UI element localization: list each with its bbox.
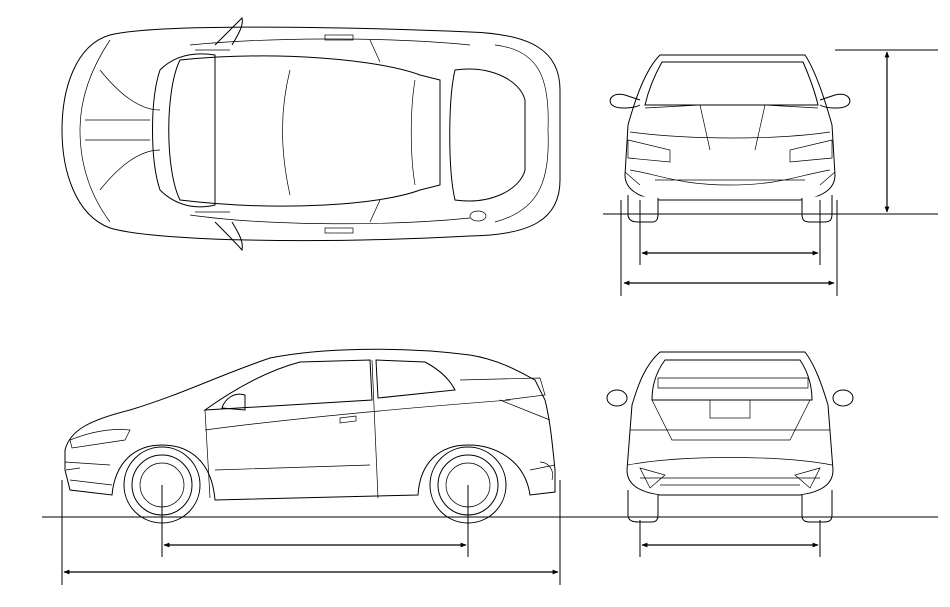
side-mirror — [221, 393, 246, 411]
side-rear-spoiler — [459, 377, 551, 421]
rear-tire-left — [627, 490, 659, 523]
rear-light-left — [639, 467, 666, 489]
top-roof-line — [282, 69, 416, 196]
side-view — [64, 348, 556, 524]
rear-body-outline — [626, 351, 834, 496]
rear-bumper — [627, 457, 833, 486]
top-door-handle-left — [324, 34, 354, 41]
rear-light-right — [794, 467, 821, 489]
top-body-outline — [61, 26, 561, 242]
top-door-handle-right — [324, 227, 354, 234]
top-fuel-cap — [469, 210, 487, 222]
side-headlight — [69, 429, 131, 449]
rear-tire-right — [801, 490, 833, 523]
rear-glass — [651, 359, 813, 401]
top-roof — [168, 55, 441, 207]
front-windshield — [644, 61, 819, 106]
front-bumper — [624, 169, 836, 186]
top-hood — [79, 39, 161, 223]
side-door-lines — [204, 359, 511, 499]
front-hood-lines — [629, 104, 831, 151]
rear-view — [606, 351, 854, 523]
rear-hatch-lines — [630, 399, 830, 441]
top-side-lower — [189, 199, 471, 225]
side-door-handle — [339, 415, 357, 424]
top-mirror-right — [214, 221, 243, 252]
front-headlight-left — [627, 139, 671, 163]
top-mirror-left — [214, 17, 243, 46]
top-rear-hatch — [494, 44, 549, 223]
front-tire-right — [801, 195, 833, 223]
front-tire-left — [627, 195, 659, 223]
top-view — [61, 17, 561, 252]
side-front-bumper — [64, 461, 113, 486]
side-body-outline — [64, 348, 556, 501]
front-mirror-left — [609, 93, 641, 109]
rear-spoiler — [657, 377, 809, 389]
rear-license-plate — [709, 399, 751, 419]
front-view — [609, 54, 851, 223]
front-headlight-right — [789, 139, 833, 163]
top-side-upper — [189, 38, 471, 63]
top-rear-glass — [449, 68, 526, 202]
top-windshield — [152, 53, 216, 208]
rear-mirror-right — [832, 389, 854, 407]
rear-mirror-left — [606, 389, 628, 407]
side-windows — [203, 359, 456, 411]
front-mirror-right — [819, 93, 851, 109]
front-body-outline — [624, 54, 836, 201]
dimension-lines — [42, 49, 938, 585]
side-rear-bumper — [529, 461, 556, 481]
